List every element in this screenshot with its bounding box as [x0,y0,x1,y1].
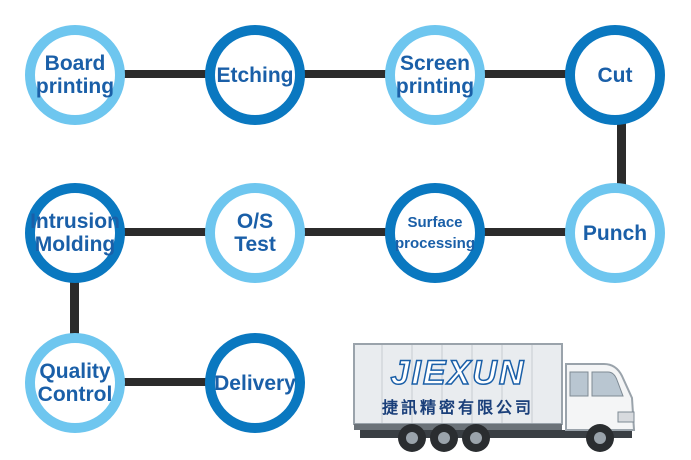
step-os-test: O/S Test [205,183,305,283]
step-label: Screen printing [395,52,475,98]
connector-board-etching [120,70,230,78]
delivery-truck-illustration: JIEXUN 捷訊精密有限公司 [352,342,642,454]
step-label: Cut [597,63,633,87]
step-intrusion-molding: Intrusion Molding [25,183,125,283]
connector-surface-ostest [300,228,410,236]
connector-screen-cut [480,70,590,78]
step-label: O/S Test [234,210,276,256]
connector-quality-delivery [120,378,230,386]
connector-ostest-intrusion [120,228,230,236]
connector-cut-punch [617,120,626,200]
truck-icon [353,343,636,452]
truck-logo-text: JIEXUN [390,353,526,393]
connector-intrusion-quality [70,278,79,338]
step-board-printing: Board printing [25,25,125,125]
step-label: Delivery [214,371,296,395]
step-quality-control: Quality Control [25,333,125,433]
step-surface-processing: Surface processing [385,183,485,283]
connector-punch-surface [480,228,590,236]
step-label: Punch [582,221,648,245]
step-cut: Cut [565,25,665,125]
connector-etching-screen [300,70,410,78]
step-label: Quality Control [37,360,113,406]
step-screen-printing: Screen printing [385,25,485,125]
step-label: Board printing [35,52,115,98]
step-punch: Punch [565,183,665,283]
truck-company-name: 捷訊精密有限公司 [381,398,534,417]
step-label: Etching [216,63,294,87]
step-label: Surface processing [394,214,476,252]
step-etching: Etching [205,25,305,125]
step-label: Intrusion Molding [30,210,120,256]
step-delivery: Delivery [205,333,305,433]
